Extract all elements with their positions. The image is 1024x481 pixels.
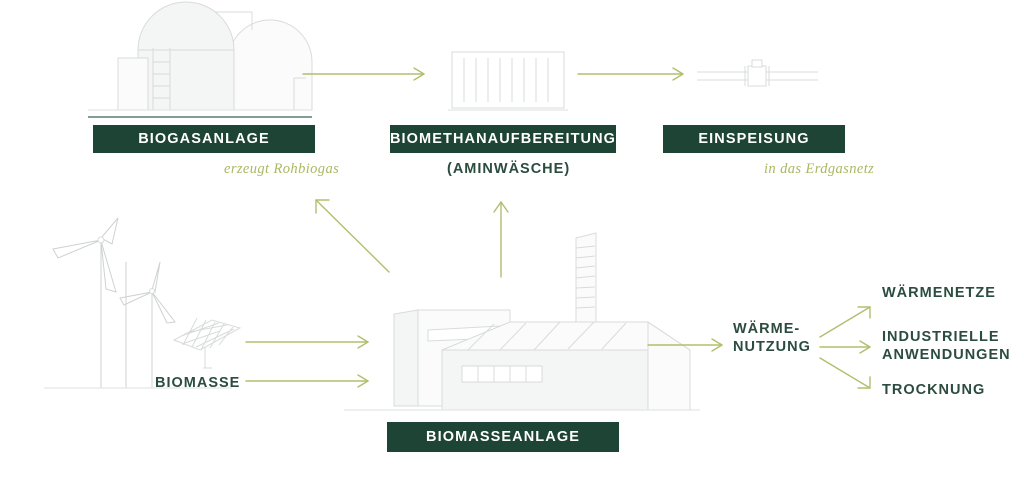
arrow-biomassplant-to-heat [647,338,723,352]
arrow-biomassplant-to-biogasplant [315,199,390,273]
label-box-biomasseanlage[interactable]: BIOMASSEANLAGE [387,422,619,452]
flow-arrows-layer [245,67,871,389]
arrow-biogas-to-upgrading [302,67,425,81]
caption-aminwaesche: (AMINWÄSCHE) [447,161,571,177]
arrow-biomasse-to-biomassplant [245,374,369,388]
wind-turbines-and-solar-panel-illustration [44,217,242,389]
arrow-renewables-to-biomassplant [245,335,369,349]
label-box-einspeisung-text: EINSPEISUNG [698,130,810,147]
output-label-waermenetze: WÄRMENETZE [882,285,996,301]
gas-upgrading-unit-illustration [448,51,568,111]
node-label-biomasse: BIOMASSE [155,375,241,391]
pipeline-valve-illustration [697,59,818,87]
label-box-einspeisung[interactable]: EINSPEISUNG [663,125,845,153]
output-label-industrielle-anwendungen: INDUSTRIELLE ANWENDUNGEN [882,329,1011,364]
biogas-digester-domes-illustration [88,1,313,118]
label-box-biomasseanlage-text: BIOMASSEANLAGE [426,428,580,445]
caption-in-das-erdgasnetz: in das Erdgasnetz [764,161,875,177]
label-box-biogasanlage-text: BIOGASANLAGE [138,130,270,147]
caption-erzeugt-rohbiogas: erzeugt Rohbiogas [224,161,340,177]
node-label-waermenutzung: WÄRME- NUTZUNG [733,321,811,356]
arrow-heat-to-industrielle [819,340,871,354]
arrow-biomassplant-to-upgrading [493,201,509,278]
label-box-biogasanlage[interactable]: BIOGASANLAGE [93,125,315,153]
arrow-heat-to-waermenetze [819,306,871,338]
label-box-biomethanaufbereitung[interactable]: BIOMETHANAUFBEREITUNG [390,125,616,153]
output-label-trocknung: TROCKNUNG [882,382,986,398]
label-box-biomethanaufbereitung-text: BIOMETHANAUFBEREITUNG [389,130,617,147]
arrow-upgrading-to-feedin [577,67,684,81]
arrow-heat-to-trocknung [819,357,871,389]
biomass-power-plant-illustration [344,232,700,411]
